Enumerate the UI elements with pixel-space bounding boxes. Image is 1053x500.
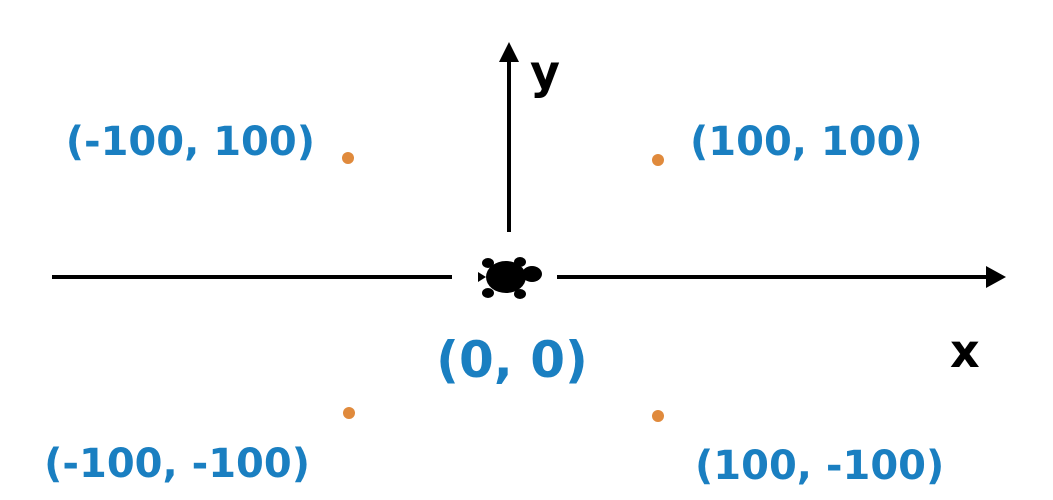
point-label-top-right: (100, 100) xyxy=(690,119,923,165)
x-axis-arrowhead xyxy=(986,266,1006,288)
turtle-icon xyxy=(478,257,542,299)
point-top-left xyxy=(342,152,354,164)
x-axis-label: x xyxy=(950,324,980,378)
point-label-top-left: (-100, 100) xyxy=(66,119,315,165)
point-label-bottom-right: (100, -100) xyxy=(695,443,944,489)
y-axis-label: y xyxy=(530,45,560,99)
point-label-bottom-left: (-100, -100) xyxy=(44,441,310,487)
point-bottom-left xyxy=(343,407,355,419)
y-axis-arrowhead xyxy=(499,42,519,62)
origin-label: (0, 0) xyxy=(436,331,588,389)
point-bottom-right xyxy=(652,410,664,422)
point-top-right xyxy=(652,154,664,166)
